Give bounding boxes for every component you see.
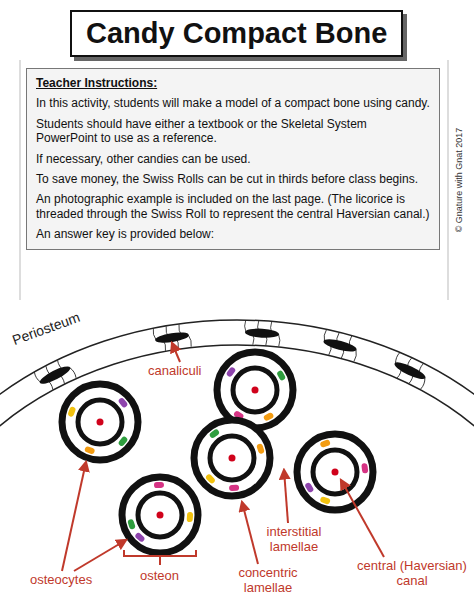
leader-line <box>74 540 126 571</box>
central-canal <box>332 469 339 476</box>
osteocyte-candy <box>361 463 368 474</box>
part-label: interstitial lamellae <box>252 525 336 555</box>
osteocyte-candy <box>263 412 275 422</box>
outer-lamella <box>194 420 270 496</box>
canaliculus <box>353 350 358 362</box>
osteon-model <box>194 420 270 496</box>
osteocyte-candy <box>304 482 314 494</box>
osteocyte-candy <box>117 397 128 409</box>
canaliculus <box>394 352 401 364</box>
periosteum-outer <box>0 320 474 612</box>
instruction-paragraph: An photographic example is included on t… <box>36 192 430 221</box>
osteons <box>62 352 373 553</box>
osteon-model <box>62 384 138 460</box>
inner-lamella <box>78 400 122 444</box>
part-label: osteon <box>140 569 179 584</box>
bone-cell <box>245 328 279 339</box>
part-label: canaliculi <box>148 364 201 379</box>
canaliculus <box>278 334 281 346</box>
outer-lamella <box>297 434 373 510</box>
instruction-paragraph: If necessary, other candies can be used. <box>36 152 430 166</box>
leader-lines <box>62 343 384 571</box>
osteocyte-candy <box>187 512 194 522</box>
osteocyte-candy <box>226 366 237 378</box>
layer-label: Periosteum <box>10 309 82 348</box>
instruction-paragraph: To save money, the Swiss Rolls can be cu… <box>36 172 430 186</box>
page-frame <box>448 60 449 300</box>
canaliculus <box>420 378 427 390</box>
osteocyte-candy <box>256 443 265 454</box>
osteocyte-candy <box>127 519 136 530</box>
osteon-model <box>122 477 198 553</box>
instruction-paragraph: In this activity, students will make a m… <box>36 96 430 110</box>
instruction-heading: Teacher Instructions: <box>36 76 430 90</box>
canaliculus <box>153 328 157 340</box>
outer-lamella <box>122 477 198 553</box>
osteocyte-candy <box>117 436 128 448</box>
leader-line <box>62 462 86 571</box>
instruction-paragraph: An answer key is provided below: <box>36 227 430 241</box>
central-canal <box>97 419 104 426</box>
leader-line <box>172 343 180 362</box>
outer-lamella <box>62 384 138 460</box>
bone-cell <box>322 337 357 354</box>
central-canal <box>157 512 164 519</box>
osteocyte-candy <box>205 473 216 484</box>
leader-line <box>242 502 258 564</box>
periosteum-cell <box>34 356 77 394</box>
periosteum-cell <box>244 320 281 346</box>
part-label: concentric lamellae <box>228 566 308 596</box>
title-box: Candy Compact Bone <box>70 10 403 57</box>
osteocyte-candy <box>276 370 286 382</box>
part-label: central (Haversian) canal <box>356 559 468 589</box>
inner-lamella <box>138 493 182 537</box>
title-text: Candy Compact Bone <box>86 16 387 51</box>
bone-cell <box>393 359 428 382</box>
osteocyte-candy <box>154 482 164 488</box>
canaliculus <box>188 335 192 347</box>
bone-cell <box>38 363 72 386</box>
osteon-model <box>297 434 373 510</box>
canaliculus <box>34 372 41 384</box>
outer-lamella <box>217 352 293 428</box>
periosteum-cell <box>389 352 432 389</box>
osteocyte-candy <box>319 496 330 505</box>
central-canal <box>252 387 259 394</box>
copyright-note: © Gnature with Gnat 2017 <box>454 128 464 233</box>
osteocyte-candy <box>134 532 145 543</box>
instruction-paragraph: Students should have either a textbook o… <box>36 117 430 146</box>
osteocyte-candy <box>229 485 239 492</box>
osteon-bracket <box>124 550 196 565</box>
periosteum-inner <box>0 345 474 612</box>
canaliculus <box>70 367 77 379</box>
instruction-box: Teacher Instructions: In this activity, s… <box>26 68 440 250</box>
leader-line <box>341 480 384 557</box>
canaliculus <box>244 320 247 332</box>
osteocyte-candy <box>319 439 330 448</box>
periosteum-cell <box>153 323 192 352</box>
osteon-model <box>217 352 293 428</box>
inner-lamella <box>233 368 277 412</box>
page-frame <box>20 60 21 300</box>
bone-cell <box>155 330 190 344</box>
central-canal <box>229 455 236 462</box>
osteocyte-candy <box>84 446 95 455</box>
part-label: osteocytes <box>30 573 92 588</box>
inner-lamella <box>210 436 254 480</box>
periosteum-cell <box>320 329 361 361</box>
osteocyte-candy <box>67 406 76 417</box>
leader-line <box>284 470 288 523</box>
inner-lamella <box>313 450 357 494</box>
osteocyte-candy <box>209 428 221 439</box>
